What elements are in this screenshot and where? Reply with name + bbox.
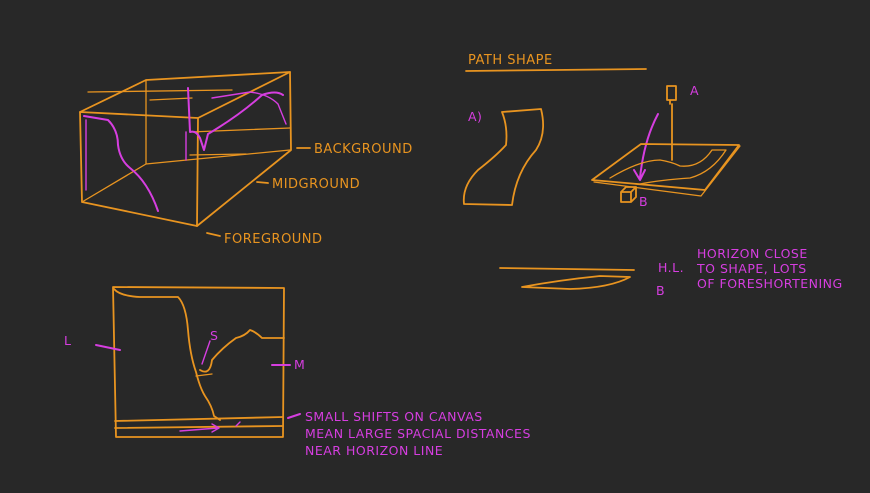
canvas-note-line-3: NEAR HORIZON LINE	[305, 443, 443, 458]
ground-plane-path	[609, 149, 727, 185]
arrow-horizon-small	[235, 421, 241, 427]
path-shape-sketch: PATH SHAPE A) A B H.L. B HORIZON CLOSE T…	[462, 53, 843, 298]
camera-b-icon	[620, 186, 637, 203]
label-background: BACKGROUND	[314, 142, 413, 157]
path-shape-title-underline	[465, 68, 647, 72]
arrow-horizon	[179, 423, 220, 433]
leader-note	[287, 413, 301, 419]
note-line-2: TO SHAPE, LOTS	[696, 261, 807, 276]
mound-inner	[195, 373, 213, 377]
ground-plane-shadow	[593, 145, 741, 197]
canvas-frame	[112, 286, 285, 438]
s-shape-outline	[462, 108, 545, 206]
box-plane-lines	[87, 89, 291, 156]
cliff-left	[113, 288, 221, 421]
canvas-note-line-2: MEAN LARGE SPACIAL DISTANCES	[305, 426, 531, 441]
label-foreground: FOREGROUND	[224, 232, 323, 247]
foreshortened-shape	[521, 275, 631, 290]
leader-l	[95, 344, 121, 351]
leader-foreground	[206, 232, 221, 237]
label-hl-b: B	[656, 283, 665, 298]
label-point-b: B	[639, 194, 648, 209]
box-front-face	[79, 111, 199, 227]
leader-midground	[256, 181, 269, 184]
note-line-3: OF FORESHORTENING	[697, 276, 843, 291]
terrain-profile-back-inner	[185, 91, 287, 161]
terrain-profile-front	[83, 115, 159, 212]
label-l: L	[64, 333, 71, 348]
arrow-a-to-plane	[633, 113, 659, 181]
label-point-a: A	[690, 83, 699, 98]
box-right-face	[196, 71, 292, 227]
horizon-band	[114, 416, 284, 429]
mound-right	[199, 329, 285, 373]
path-shape-title: PATH SHAPE	[468, 53, 553, 68]
label-m: M	[294, 357, 305, 372]
box-hidden-edges	[81, 79, 291, 203]
box-top-face	[79, 71, 291, 119]
camera-a-icon	[666, 85, 677, 161]
label-a-panel: A)	[468, 109, 482, 124]
ground-plane	[591, 143, 740, 191]
arrow-s	[201, 340, 211, 365]
terrain-profile-back	[187, 87, 284, 151]
perspective-box-sketch: BACKGROUND MIDGROUND FOREGROUND	[79, 71, 413, 247]
note-line-1: HORIZON CLOSE	[697, 246, 808, 261]
canvas-note-line-1: SMALL SHIFTS ON CANVAS	[305, 409, 483, 424]
label-hl: H.L.	[658, 260, 684, 275]
canvas-frame-sketch: L S M SMALL SHIFTS ON CANVAS MEAN LARGE …	[64, 286, 531, 458]
label-midground: MIDGROUND	[272, 177, 360, 192]
horizon-line	[499, 267, 635, 271]
label-s: S	[210, 328, 218, 343]
